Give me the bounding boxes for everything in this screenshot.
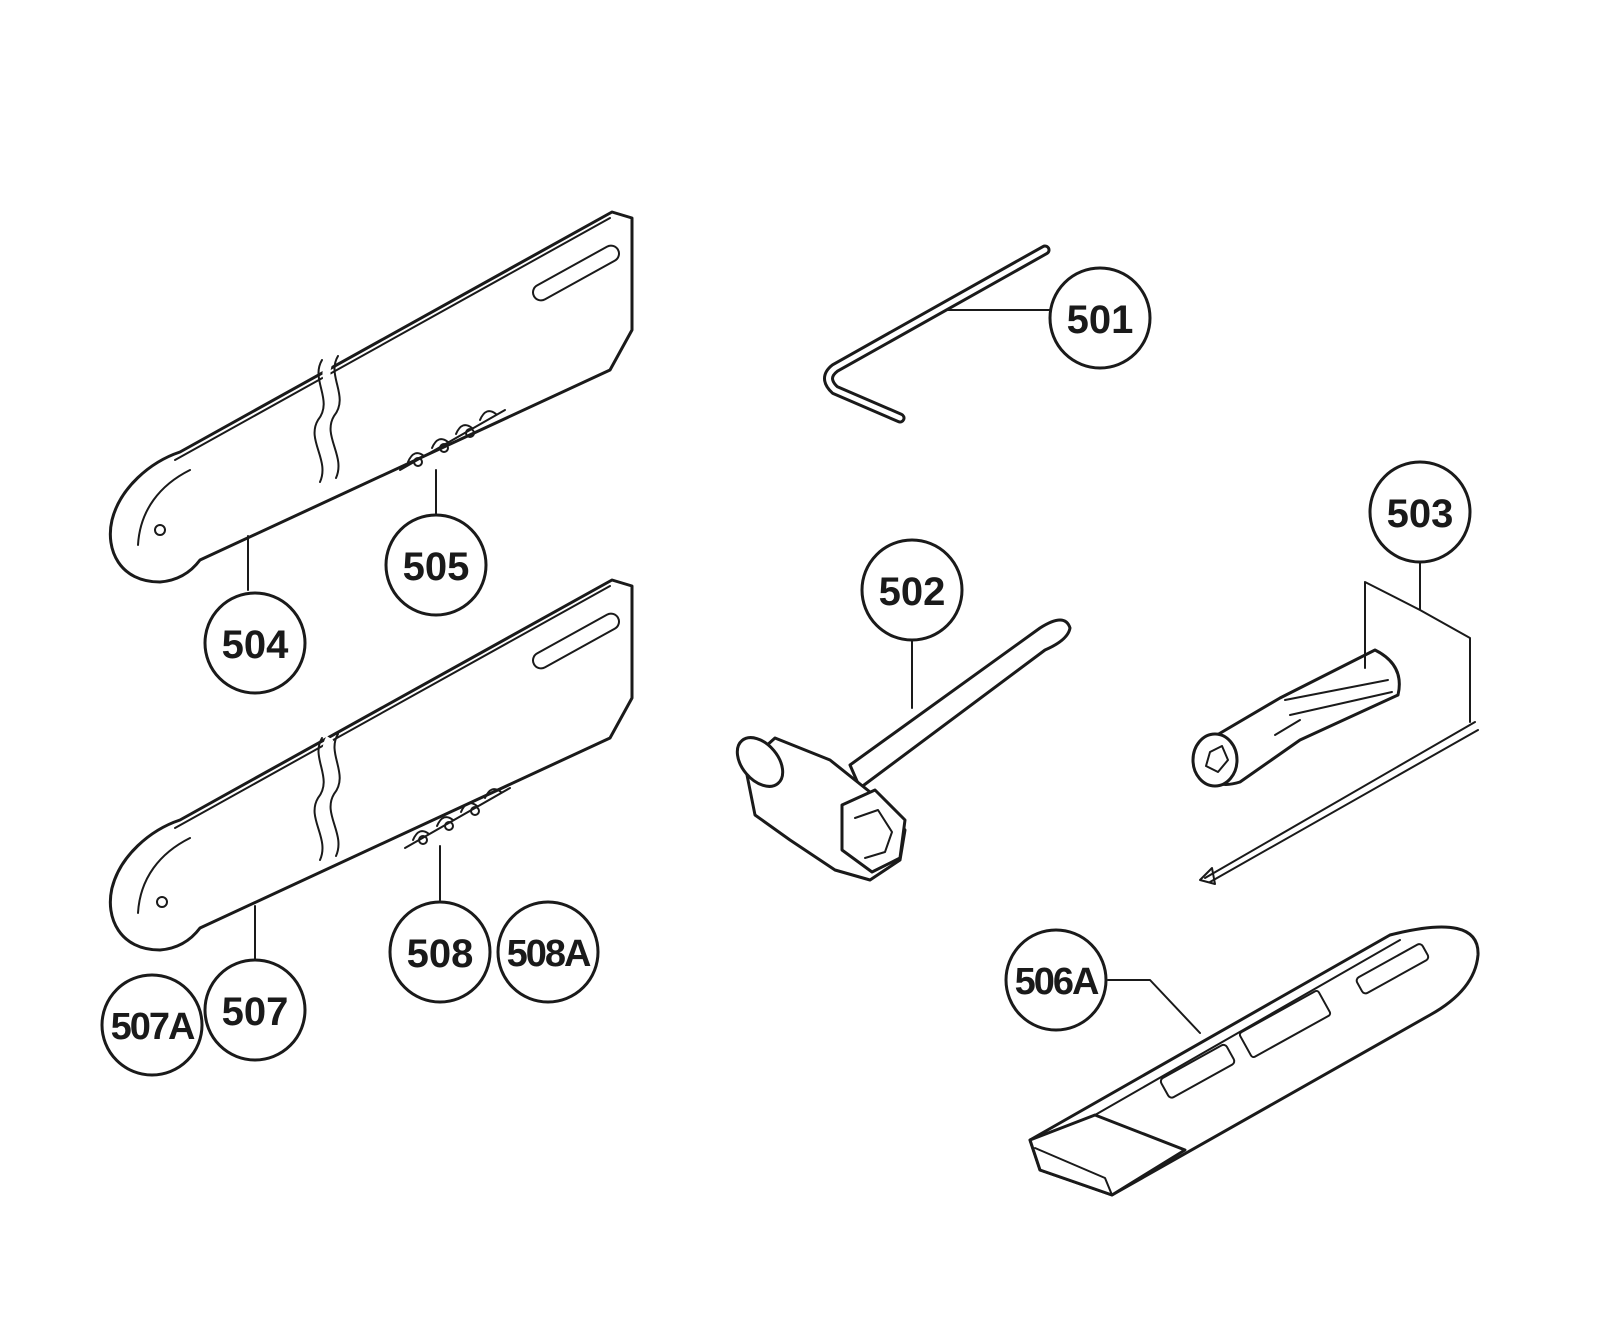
callout-507A: 507A: [100, 973, 204, 1077]
callout-508: 508: [388, 900, 492, 1004]
callout-503-label: 503: [1387, 492, 1454, 536]
callout-507A-label: 507A: [111, 1006, 195, 1048]
callout-507: 507: [203, 958, 307, 1062]
callout-505: 505: [384, 513, 488, 617]
leader-506A: [1107, 979, 1201, 1034]
callout-502-label: 502: [879, 570, 946, 614]
bar-cover: [1028, 925, 1480, 1197]
callout-506A: 506A: [1004, 928, 1108, 1032]
leader-503: [1364, 561, 1471, 723]
callout-502: 502: [860, 538, 964, 642]
callout-501: 501: [1048, 266, 1152, 370]
leader-lines: [247, 309, 1471, 1034]
round-file: [1199, 721, 1479, 885]
callout-508A: 508A: [496, 900, 600, 1004]
callout-506A-label: 506A: [1015, 961, 1099, 1003]
callout-508A-label: 508A: [507, 933, 591, 975]
callout-504: 504: [203, 591, 307, 695]
guide-bar-lower: [108, 578, 634, 952]
saw-chain-lower: [404, 787, 511, 849]
screwdriver: [1191, 648, 1401, 788]
callout-503: 503: [1368, 460, 1472, 564]
combination-spanner: [735, 618, 1072, 882]
saw-chain-upper: [399, 409, 506, 471]
callout-505-label: 505: [403, 545, 470, 589]
callout-504-label: 504: [222, 623, 289, 667]
callout-501-label: 501: [1067, 298, 1134, 342]
callout-507-label: 507: [222, 990, 289, 1034]
guide-bar-upper: [108, 210, 634, 584]
callout-508-label: 508: [407, 932, 474, 976]
hex-key: [823, 244, 1051, 424]
